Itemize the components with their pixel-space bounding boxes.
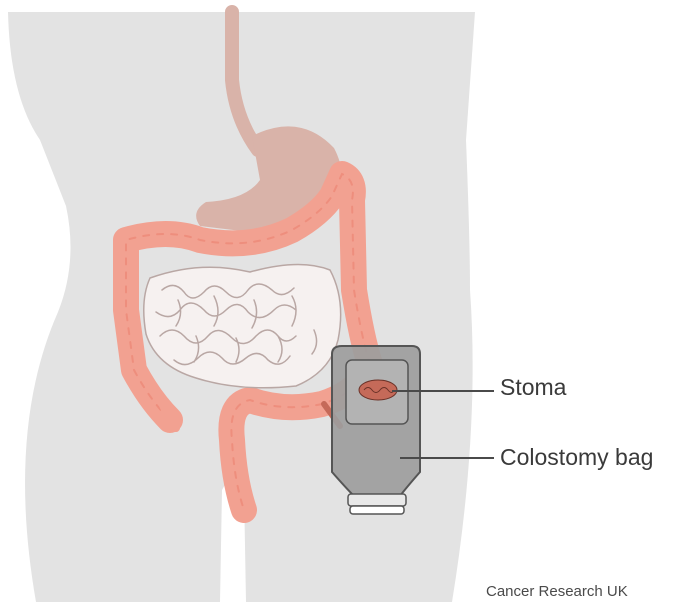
stoma	[359, 380, 397, 400]
colostomy-bag-clip	[350, 506, 404, 514]
stoma-label: Stoma	[500, 376, 566, 399]
colostomy-bag-label: Colostomy bag	[500, 446, 653, 469]
credit-text: Cancer Research UK	[486, 584, 628, 599]
colostomy-bag-outlet	[348, 494, 406, 506]
